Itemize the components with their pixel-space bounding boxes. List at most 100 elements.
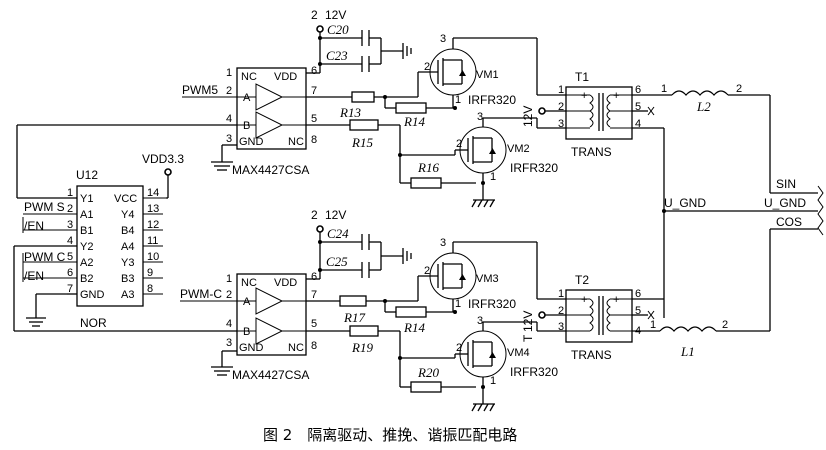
u12-pin-a2: A2: [80, 257, 93, 269]
driver-bottom-pin2: 2: [226, 289, 232, 301]
u12-pin-y3: Y3: [121, 257, 134, 269]
t2-body: [565, 289, 633, 343]
u12-pinnum-5: 5: [67, 251, 73, 263]
cap-c25: C25: [326, 254, 348, 269]
resistor-r13: [351, 91, 375, 103]
driver-top-part: MAX4427CSA: [232, 163, 309, 177]
u12-pinnum-14: 14: [147, 187, 159, 199]
driver-bottom-supply: 12V: [325, 208, 346, 222]
vm2-label: VM2: [507, 143, 530, 155]
transformer-t2: T2 + + 1 2 3 6 5 4 TRANS 12V T: [521, 273, 664, 362]
l1-pin2: 2: [722, 319, 728, 331]
resistor-r17-label: R17: [343, 310, 365, 325]
l2-label: L2: [696, 99, 711, 114]
u12-input-en1: /EN: [24, 219, 44, 233]
u12-pin-y1: Y1: [80, 193, 93, 205]
u12-part: NOR: [80, 316, 107, 330]
t2-12v-prefix: T: [521, 334, 535, 342]
l1-label: L1: [680, 344, 695, 359]
driver-bottom-a: A: [243, 296, 251, 308]
output-ugnd-mid: U_GND: [664, 196, 706, 210]
u12-pinnum-11: 11: [147, 235, 158, 247]
resistor-r16: [410, 177, 442, 189]
u12-pinnum-2: 2: [67, 203, 73, 215]
u12-pinnum-7: 7: [67, 283, 73, 295]
resistor-r13-label: R13: [339, 105, 361, 120]
u12-pinnum-6: 6: [67, 267, 73, 279]
t2-label: T2: [575, 273, 589, 287]
driver-top-pin5: 5: [311, 113, 317, 125]
driver-bottom-vdd: VDD: [274, 277, 297, 289]
resistor-r14-bottom-label: R14: [403, 320, 425, 335]
t2-12v-label: 12V: [521, 311, 535, 332]
u12-pin-y2: Y2: [80, 241, 93, 253]
vm3-part: IRFR320: [468, 297, 516, 311]
vm4-pin1: 1: [490, 375, 496, 387]
u12-pinnum-13: 13: [147, 203, 159, 215]
driver-bottom: NC VDD GND NC A B 1 2 4 3 6 7 5 8 MAX442…: [180, 208, 566, 412]
vm3-label: VM3: [476, 273, 499, 285]
inductor-l1: 1 2 L1: [650, 319, 770, 359]
u12-input-pwms: PWM S: [24, 200, 65, 214]
vm4-part: IRFR320: [510, 365, 558, 379]
u12-pinnum-4: 4: [67, 235, 73, 247]
resistor-r14-top: [395, 102, 427, 114]
u12-pinnum-10: 10: [147, 251, 159, 263]
t2-trans: TRANS: [571, 348, 612, 362]
u12-pin-y4: Y4: [121, 209, 134, 221]
output-connectors: SIN U_GND U_GND COS: [662, 177, 824, 331]
u12-pinnum-12: 12: [147, 219, 159, 231]
vm1-pin3: 3: [440, 33, 446, 45]
u12-name: U12: [76, 168, 98, 182]
t1-body: [565, 86, 633, 140]
driver-bottom-body: [236, 273, 307, 356]
u12-pin-b3: B3: [121, 273, 134, 285]
driver-top-pin6: 6: [311, 65, 317, 77]
driver-top-body: [236, 67, 307, 150]
t1-trans: TRANS: [571, 145, 612, 159]
u12-pinnum-3: 3: [67, 219, 73, 231]
driver-bottom-gnd: GND: [239, 342, 264, 354]
vm1-label: VM1: [476, 69, 499, 81]
t2-pin5: 5: [635, 305, 641, 317]
driver-top-pin8: 8: [311, 134, 317, 146]
driver-top-pin3: 3: [226, 133, 232, 145]
resistor-r15-label: R15: [351, 135, 373, 150]
driver-top-input: PWM5: [182, 83, 218, 97]
u12-input-pwmc: PWM C: [24, 250, 66, 264]
output-ugnd-right: U_GND: [764, 196, 806, 210]
driver-bottom-12v-terminal: [316, 225, 324, 233]
u12-pinnum-1: 1: [67, 187, 73, 199]
driver-bottom-b: B: [243, 326, 250, 338]
t2-pin3: 3: [558, 321, 564, 333]
l2-pin2: 2: [736, 83, 742, 95]
u12-pin-a3: A3: [121, 289, 134, 301]
driver-bottom-input: PWM-C: [180, 287, 222, 301]
driver-top-nc1: NC: [241, 71, 257, 83]
driver-bottom-part: MAX4427CSA: [232, 368, 309, 382]
u12-power-label: VDD3.3: [142, 152, 184, 166]
t1-label: T1: [575, 70, 589, 84]
driver-bottom-pin6: 6: [311, 271, 317, 283]
t2-pin1: 1: [558, 288, 564, 300]
vm1-pin1: 1: [455, 94, 461, 106]
vm1-part: IRFR320: [468, 93, 516, 107]
resistor-r16-label: R16: [417, 160, 439, 175]
cap-c20: C20: [327, 22, 349, 37]
vm2-part: IRFR320: [510, 161, 558, 175]
resistor-r20: [410, 381, 442, 393]
resistor-r17: [339, 295, 367, 307]
driver-bottom-nc2: NC: [288, 342, 304, 354]
t1-pin3: 3: [558, 118, 564, 130]
svg-text:+: +: [613, 294, 619, 306]
driver-top-supply-num: 2: [311, 8, 318, 22]
driver-bottom-pin5: 5: [311, 318, 317, 330]
t2-pin6: 6: [635, 288, 641, 300]
t1-12v-label: 12V: [521, 106, 535, 127]
t1-pin5: 5: [635, 101, 641, 113]
u12-pin-a4: A4: [121, 241, 134, 253]
vm3-pin2: 2: [424, 265, 430, 277]
resistor-r19-label: R19: [351, 340, 373, 355]
resistor-r19: [349, 325, 379, 337]
